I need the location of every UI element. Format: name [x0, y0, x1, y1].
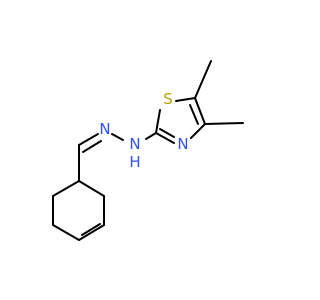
hydrazone-hydrogen-label: H: [129, 153, 140, 171]
thiazole-nitrogen-label: N: [177, 135, 188, 153]
bond-n-c2-double: [159, 128, 175, 138]
bond-c2-s: [155, 109, 161, 134]
bond-c5-methyl: [194, 60, 212, 99]
bond-ring-7: [52, 180, 80, 197]
bond-ring-5: [52, 224, 80, 241]
bond-ring-4-double: [81, 223, 101, 236]
hydrazone-nitrogen-label: N: [129, 135, 140, 153]
bond-c4-methyl: [204, 122, 244, 125]
bond-nh-c2: [145, 132, 157, 140]
bond-s-c5: [175, 97, 196, 102]
bond-c5-c4-double: [189, 104, 199, 125]
bond-c-n-double-b: [82, 140, 102, 153]
bond-ring-3: [78, 224, 105, 241]
sulfur-label: S: [163, 90, 173, 108]
bond-n-nh: [111, 133, 124, 141]
bond-ring-1: [78, 180, 105, 197]
imine-nitrogen-label: N: [99, 120, 110, 138]
bond-n-c2: [155, 132, 175, 144]
bond-c-n-double-a: [78, 133, 99, 146]
bonds: [52, 60, 244, 241]
bond-c5-c4: [194, 97, 206, 125]
bond-c4-n: [190, 123, 206, 139]
molecule-diagram: S N N N H: [52, 60, 244, 241]
atom-labels: S N N N H: [99, 90, 188, 171]
structure-svg: S N N N H: [52, 60, 244, 241]
